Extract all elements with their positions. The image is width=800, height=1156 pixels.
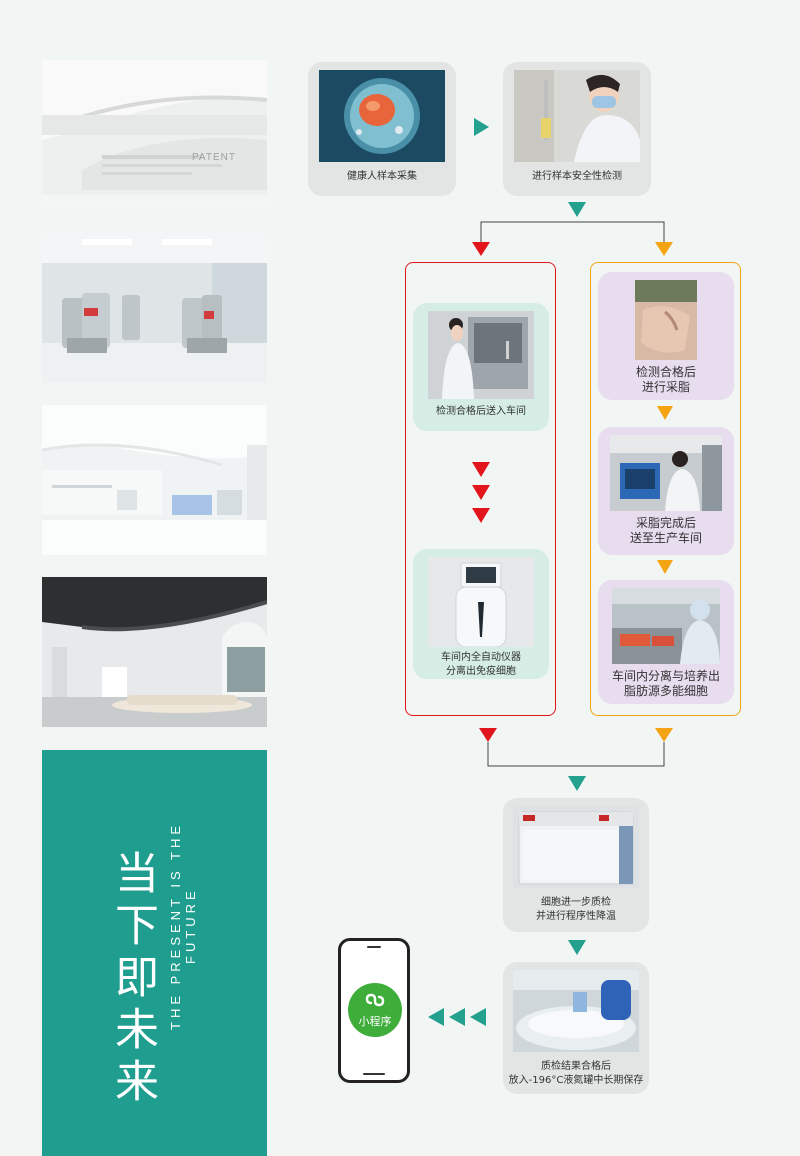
cleanroom-photo bbox=[428, 311, 534, 399]
merge-connector bbox=[487, 742, 665, 767]
step-quality-check: 细胞进一步质检 并进行程序性降温 bbox=[503, 798, 649, 932]
arrow-down-orange-icon bbox=[655, 728, 673, 742]
arrow-down-red-icon bbox=[472, 242, 490, 256]
arrow-down-icon bbox=[568, 940, 586, 955]
nitrogen-tank-photo bbox=[513, 970, 639, 1052]
arrow-down-red-icon bbox=[472, 508, 490, 523]
liposuction-photo bbox=[635, 280, 697, 360]
step-send-to-workshop: 检测合格后送入车间 bbox=[413, 303, 549, 431]
cell-culture-photo bbox=[612, 588, 720, 664]
photo-lounge bbox=[42, 577, 267, 727]
arrow-down-red-icon bbox=[479, 728, 497, 742]
branch-immune-cells bbox=[405, 262, 556, 716]
step-safety-test: 进行样本安全性检测 bbox=[503, 62, 651, 196]
step-sample-collection: 健康人样本采集 bbox=[308, 62, 456, 196]
automated-instrument-photo bbox=[428, 557, 534, 647]
arrow-left-icon bbox=[449, 1008, 465, 1026]
step-caption: 进行样本安全性检测 bbox=[532, 171, 622, 182]
photo-storage-tanks bbox=[42, 233, 267, 383]
arrow-down-orange-icon bbox=[657, 406, 673, 420]
step-fat-extraction: 检测合格后 进行采脂 bbox=[598, 272, 734, 400]
step-caption: 采脂完成后 送至生产车间 bbox=[629, 516, 702, 545]
arrow-right-icon bbox=[474, 118, 489, 136]
split-connector bbox=[480, 221, 665, 242]
arrow-down-icon bbox=[568, 202, 586, 217]
step-send-to-production: 采脂完成后 送至生产车间 bbox=[598, 427, 734, 555]
branch-adipose-cells bbox=[590, 262, 741, 716]
step-caption: 细胞进一步质检 并进行程序性降温 bbox=[536, 897, 616, 922]
mini-program-button[interactable]: 小程序 bbox=[348, 983, 402, 1037]
arrow-down-red-icon bbox=[472, 462, 490, 477]
mini-program-icon bbox=[365, 993, 385, 1007]
arrow-left-icon bbox=[470, 1008, 486, 1026]
arrow-down-orange-icon bbox=[655, 242, 673, 256]
step-auto-separation: 车间内全自动仪器 分离出免疫细胞 bbox=[413, 549, 549, 679]
slogan-chinese: 当下即未来 bbox=[107, 850, 158, 1110]
step-caption: 质检结果合格后 放入-196°C液氮罐中长期保存 bbox=[508, 1061, 644, 1086]
arrow-left-icon bbox=[428, 1008, 444, 1026]
step-adipose-culture: 车间内分离与培养出 脂肪源多能细胞 bbox=[598, 580, 734, 704]
arrow-down-orange-icon bbox=[657, 560, 673, 574]
photo-exhibition-hall bbox=[42, 405, 267, 555]
step-caption: 检测合格后 进行采脂 bbox=[635, 365, 696, 394]
step-caption: 检测合格后送入车间 bbox=[436, 406, 526, 417]
phone-speaker bbox=[367, 946, 381, 948]
arrow-down-red-icon bbox=[472, 485, 490, 500]
slogan-panel bbox=[42, 750, 267, 1156]
step-caption: 健康人样本采集 bbox=[347, 171, 417, 182]
lab-technician-photo bbox=[514, 70, 640, 162]
mini-program-label: 小程序 bbox=[358, 1015, 392, 1028]
patent-wall-text: PATENT bbox=[192, 152, 236, 163]
step-liquid-nitrogen-storage: 质检结果合格后 放入-196°C液氮罐中长期保存 bbox=[503, 962, 649, 1094]
photo-patent-wall: PATENT bbox=[42, 60, 267, 210]
phone-home-bar bbox=[363, 1073, 385, 1075]
arrow-down-icon bbox=[568, 776, 586, 791]
cell-illustration bbox=[319, 70, 445, 162]
step-caption: 车间内分离与培养出 脂肪源多能细胞 bbox=[611, 669, 720, 698]
freezer-photo bbox=[513, 806, 639, 888]
step-caption: 车间内全自动仪器 分离出免疫细胞 bbox=[441, 652, 521, 677]
lab-worker-photo bbox=[610, 435, 722, 511]
